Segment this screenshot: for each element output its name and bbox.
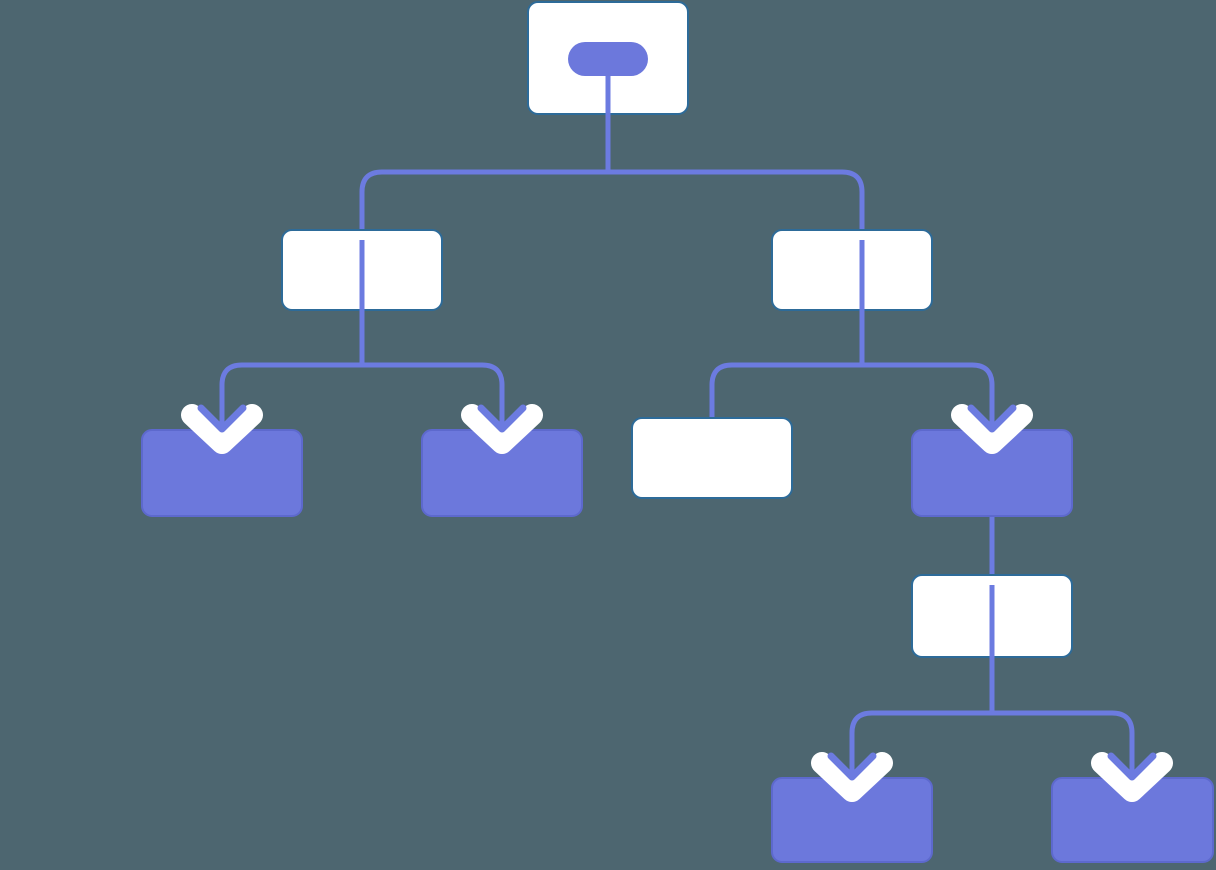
edge-sub-to-leaf-4 — [849, 710, 992, 800]
arrowhead-leaf-1-chevron-outer — [181, 404, 263, 454]
arrowhead-layer — [181, 398, 1173, 802]
edge-right-to-mid — [862, 362, 995, 452]
arrowhead-leaf-5-chevron-outer — [1091, 752, 1173, 802]
leaf-node-3[interactable] — [631, 417, 793, 499]
root-node[interactable] — [527, 1, 689, 115]
arrowhead-leaf-1 — [181, 398, 263, 454]
leaf-node-3-box — [631, 417, 793, 499]
root-badge-pill — [568, 42, 648, 76]
arrowhead-leaf-4-chevron-outer — [811, 752, 893, 802]
arrowhead-leaf-2-chevron-outer — [461, 404, 543, 454]
edge-sub-to-leaf-5 — [992, 710, 1135, 800]
arrowhead-mid-chevron-outer — [951, 404, 1033, 454]
edge-right-to-leaf-3 — [709, 362, 862, 418]
arrowhead-leaf-5 — [1091, 746, 1173, 802]
arrowhead-mid — [951, 398, 1033, 454]
node-layer — [141, 1, 1214, 863]
arrowhead-leaf-2 — [461, 398, 543, 454]
edge-left-to-leaf-1 — [219, 362, 362, 452]
arrowhead-leaf-4 — [811, 746, 893, 802]
right-branch-node-box — [771, 229, 933, 311]
right-branch-node[interactable] — [771, 229, 933, 311]
edge-left-to-leaf-2 — [362, 362, 505, 452]
edge-root-to-right — [359, 169, 608, 230]
edge-root-to-left — [608, 169, 865, 230]
